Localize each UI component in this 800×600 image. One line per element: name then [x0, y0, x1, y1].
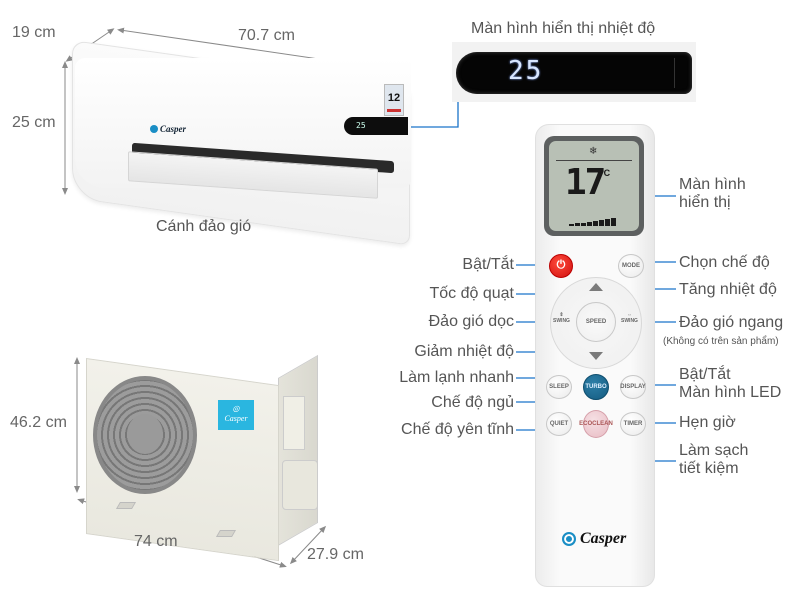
sleep-button[interactable]: SLEEP: [546, 375, 572, 399]
callout-quiet: Chế độ yên tĩnh: [401, 421, 514, 438]
callout-fan-speed: Tốc độ quạt: [429, 285, 515, 302]
casper-logo-icon: [150, 125, 158, 133]
temperature-display-closeup: 25: [452, 42, 696, 102]
remote-lcd: [549, 141, 639, 231]
outdoor-height-label: 46.2 cm: [10, 414, 67, 431]
callout-sleep: Chế độ ngủ: [431, 394, 514, 411]
vertical-swing-button[interactable]: ⇕SWING: [553, 312, 570, 324]
display-digits: 25: [508, 56, 544, 86]
energy-label: 12: [384, 84, 404, 116]
callout-temp-up: Tăng nhiệt độ: [679, 281, 777, 298]
indoor-height-label: 25 cm: [12, 114, 56, 131]
remote-brand-logo: Casper: [562, 530, 626, 548]
temp-up-button[interactable]: [589, 283, 603, 291]
lcd-temperature-unit: °C: [600, 168, 611, 178]
indoor-depth-label: 19 cm: [12, 24, 56, 41]
speed-button[interactable]: SPEED: [576, 302, 616, 342]
temp-down-button[interactable]: [589, 352, 603, 360]
outdoor-connection-panel: [283, 396, 305, 450]
outdoor-width-label: 74 cm: [134, 533, 178, 550]
callout-temp-down: Giảm nhiệt độ: [414, 343, 514, 360]
callout-power: Bật/Tắt: [462, 256, 514, 273]
power-button[interactable]: ⏻: [549, 254, 573, 278]
callout-horizontal-swing: Đảo gió ngang: [679, 314, 784, 331]
turbo-button[interactable]: TURBO: [583, 374, 609, 400]
indoor-width-label: 70.7 cm: [238, 27, 295, 44]
callout-mode: Chọn chế độ: [679, 254, 770, 271]
callout-horizontal-swing-note: (Không có trên sản phẩm): [663, 336, 779, 347]
quiet-button[interactable]: QUIET: [546, 412, 572, 436]
outdoor-valve-cover: [282, 460, 318, 510]
display-edge: [674, 58, 684, 88]
indoor-unit-logo: Casper: [150, 124, 186, 134]
casper-logo-icon: [562, 532, 576, 546]
flap-label: Cánh đảo gió: [156, 218, 252, 235]
display-button[interactable]: DISPLAY: [620, 375, 646, 399]
callout-vertical-swing: Đảo gió dọc: [428, 313, 514, 330]
indoor-unit-display: 25: [344, 117, 408, 135]
outdoor-unit-side: [278, 354, 318, 546]
fan-speed-bars-icon: [569, 218, 616, 226]
outdoor-depth-label: 27.9 cm: [307, 546, 364, 563]
lcd-temperature: 17: [565, 162, 606, 203]
fan-hub: [127, 414, 163, 454]
outdoor-unit-logo: ◎Casper: [218, 400, 254, 430]
lcd-divider: [556, 160, 632, 161]
callout-timer: Hẹn giờ: [679, 414, 736, 431]
horizontal-swing-button[interactable]: ⇔SWING: [621, 312, 638, 324]
timer-button[interactable]: TIMER: [620, 412, 646, 436]
power-icon: ⏻: [556, 259, 566, 272]
callout-turbo: Làm lạnh nhanh: [399, 369, 514, 386]
snowflake-icon: ❄: [589, 146, 598, 157]
display-panel: 25: [456, 52, 692, 94]
display-callout-title: Màn hình hiển thị nhiệt độ: [471, 20, 656, 37]
mode-button[interactable]: MODE: [618, 254, 644, 278]
